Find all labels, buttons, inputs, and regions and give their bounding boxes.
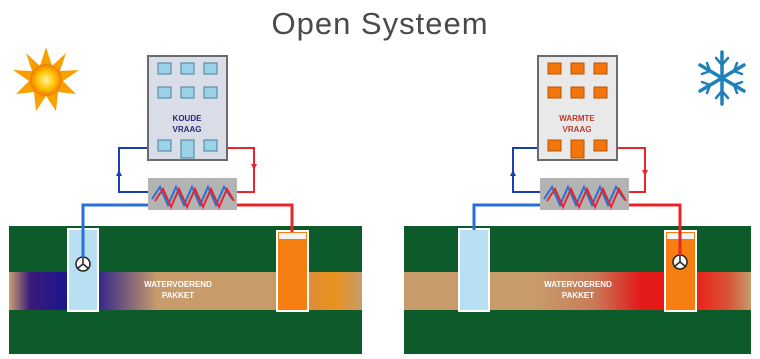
aquifer-label-line2: PAKKET (162, 291, 194, 300)
cold-well (458, 228, 490, 312)
right-panel: WARMTE VRAAG WATERVOEREND PAKKET (404, 50, 751, 354)
pump-icon (672, 254, 688, 270)
warm-pipe (235, 203, 294, 232)
warm-well (276, 230, 309, 312)
warm-well (664, 230, 697, 312)
left-panel: KOUDE VRAAG WATERVOEREND PAKKET (9, 47, 362, 354)
aquifer-label-line2: PAKKET (562, 291, 594, 300)
building-label-line2: VRAAG (563, 125, 592, 134)
office-building (537, 55, 618, 161)
office-building (147, 55, 228, 161)
warm-pipe (628, 203, 682, 255)
building-label-line1: WARMTE (559, 114, 595, 123)
aquifer-label-line1: WATERVOEREND (144, 280, 212, 289)
building-label-line1: KOUDE (173, 114, 203, 123)
sun-icon (13, 47, 79, 111)
cold-pipe (472, 203, 540, 230)
cold-pipe (81, 203, 150, 257)
pump-icon (75, 256, 91, 272)
snowflake-icon (698, 50, 746, 106)
page-title: Open Systeem (271, 6, 489, 41)
aquifer-label-line1: WATERVOEREND (544, 280, 612, 289)
building-label-line2: VRAAG (173, 125, 202, 134)
